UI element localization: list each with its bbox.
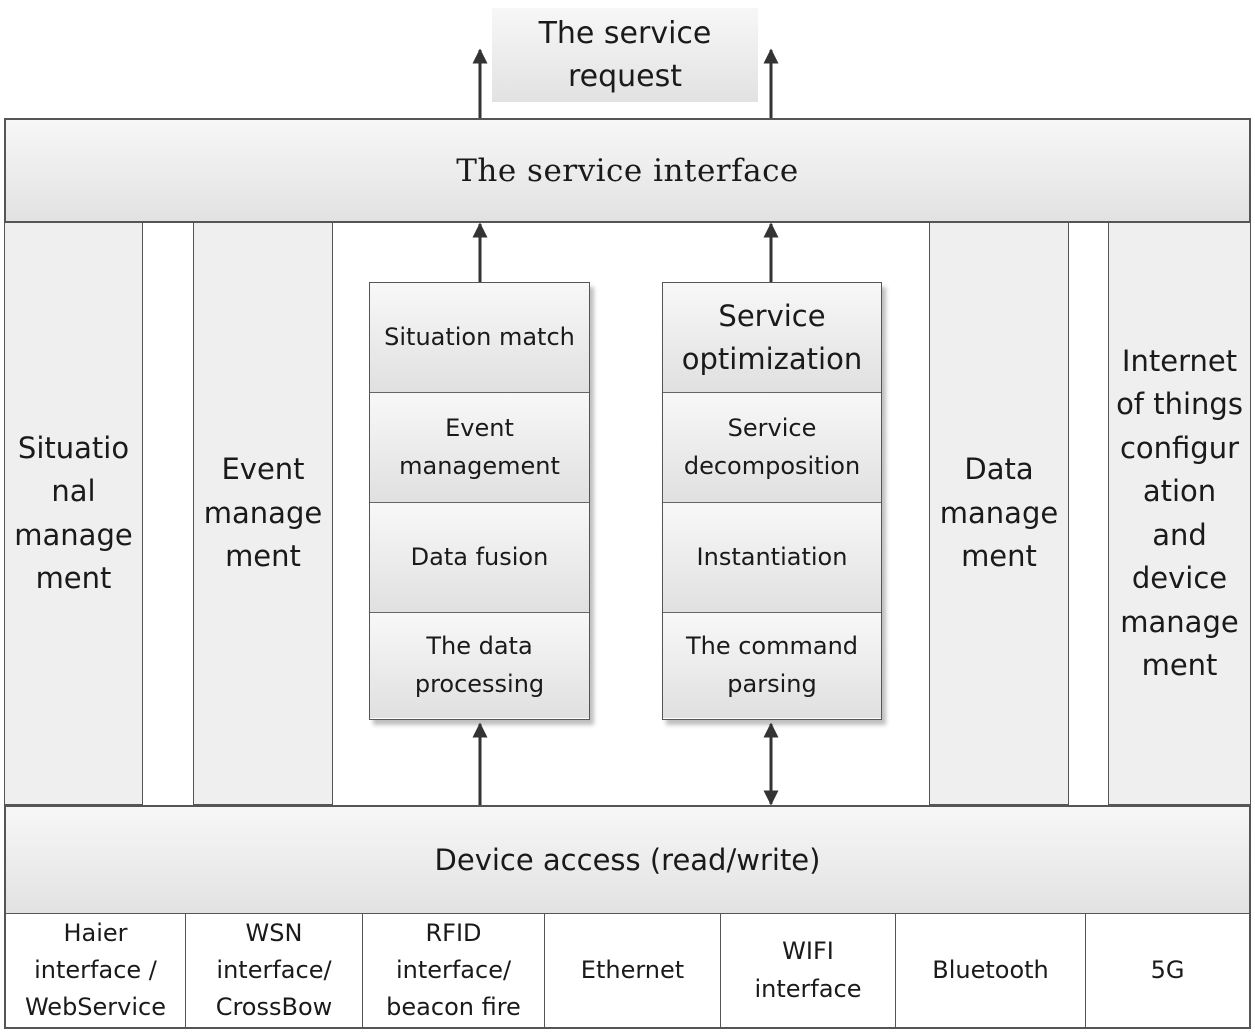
protocol-rfid-label: RFID interface/ beacon fire [386,918,521,1022]
protocol-wifi-label: WIFI interface [754,937,862,1003]
service-interface-band: The service interface [4,118,1251,223]
data-fusion-cell: Data fusion [370,503,589,613]
event-management-cell: Event management [370,393,589,503]
service-decomposition-cell: Service decomposition [663,393,881,503]
command-parsing-cell: The command parsing [663,613,881,718]
protocol-rfid: RFID interface/ beacon fire [363,914,545,1027]
situational-management-column: Situatio nal manage ment [4,222,143,805]
data-fusion-label: Data fusion [410,542,549,571]
protocol-ethernet: Ethernet [545,914,721,1027]
protocol-wsn-label: WSN interface/ CrossBow [215,918,333,1022]
protocol-bluetooth-label: Bluetooth [932,955,1049,984]
service-request-box: The service request [492,8,758,102]
protocol-5g-label: 5G [1150,955,1185,984]
protocol-wsn: WSN interface/ CrossBow [186,914,363,1027]
event-management-label: Event manage ment [203,452,323,574]
instantiation-label: Instantiation [696,542,848,571]
situation-match-label: Situation match [384,322,575,351]
protocol-haier-label: Haier interface / WebService [24,918,167,1022]
protocol-bluetooth: Bluetooth [896,914,1086,1027]
instantiation-cell: Instantiation [663,503,881,613]
protocol-5g: 5G [1086,914,1249,1027]
service-optimization-label: Service optimization [681,299,863,376]
data-management-label: Data manage ment [939,452,1059,574]
protocol-ethernet-label: Ethernet [580,955,685,984]
command-parsing-label: The command parsing [685,632,859,698]
service-processing-stack: Service optimization Service decompositi… [662,282,882,720]
service-request-label: The service request [538,15,712,95]
iot-device-management-label: Internet of things configur ation and de… [1116,343,1243,683]
situation-match-cell: Situation match [370,283,589,393]
service-interface-label: The service interface [456,152,799,189]
data-management-column: Data manage ment [929,222,1069,805]
device-access-label: Device access (read/write) [434,843,821,877]
protocol-wifi: WIFI interface [721,914,896,1027]
service-optimization-cell: Service optimization [663,283,881,393]
situation-processing-stack: Situation match Event management Data fu… [369,282,590,720]
data-processing-cell: The data processing [370,613,589,718]
protocol-haier: Haier interface / WebService [6,914,186,1027]
iot-device-management-column: Internet of things configur ation and de… [1108,222,1251,805]
data-processing-label: The data processing [414,632,545,698]
event-management-cell-label: Event management [399,414,560,480]
event-management-column: Event manage ment [193,222,333,805]
situational-management-label: Situatio nal manage ment [14,430,133,596]
service-decomposition-label: Service decomposition [683,414,861,480]
